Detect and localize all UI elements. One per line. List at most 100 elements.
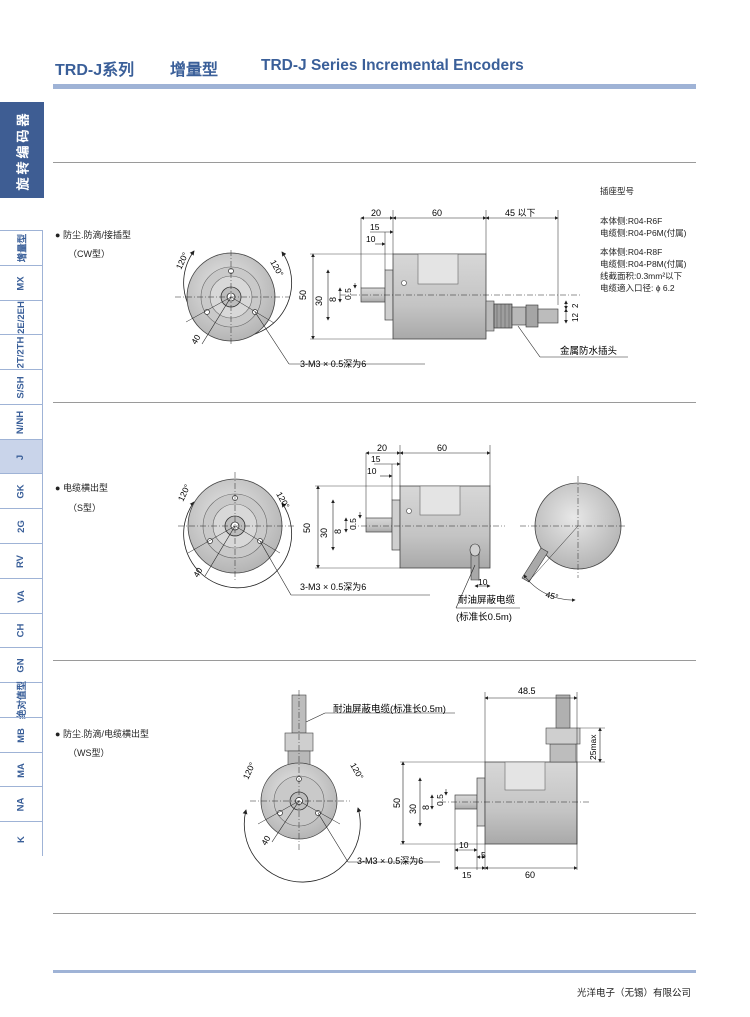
cw-angle-left: 120° [174,251,190,271]
ws-dim-5: 5 [481,850,486,860]
s-dim-15: 15 [371,454,381,464]
sidebar-tab-10[interactable]: RV [0,543,42,579]
ws-angle-right: 120° [348,761,365,781]
cw-dim-45: 45 以下 [505,208,536,218]
cw-dim-10: 10 [366,234,376,244]
s-cable-length: (标准长0.5m) [456,611,512,623]
cw-sub: （CW型） [68,249,110,259]
sidebar-tab-9[interactable]: 2G [0,508,42,544]
s-label-text: 电缆横出型 [62,483,108,493]
s-front-view [178,472,430,596]
ws-dim-8: 8 [421,805,431,810]
ws-front-view [242,690,455,883]
cw-label: ● 防尘.防滴/接插型 [55,230,131,240]
section-divider [53,913,696,914]
s-rear-view [520,476,625,602]
sidebar-divider [42,230,43,856]
ws-dim-30: 30 [408,804,418,814]
cw-note-inlet: 电缆適入口径: ϕ 6.2 [600,283,675,293]
cw-connector-label: 金属防水插头 [560,345,617,357]
cw-dim-05: 0.5 [343,288,353,300]
ws-dim-15: 15 [462,870,472,880]
s-cable-label: 耐油屏蔽电缆 [458,594,516,606]
ws-dim-485: 48.5 [518,686,536,696]
s-dim-50: 50 [302,523,312,533]
sidebar-title: 旋转编码器 [0,102,44,198]
cw-dim-30: 30 [314,296,324,306]
ws-side-view [400,692,605,870]
cw-dim-60: 60 [432,208,442,218]
cw-front-view [175,250,425,365]
ws-cable-label: 耐油屏蔽电缆(标准长0.5m) [333,703,446,715]
cw-dim-8: 8 [328,297,338,302]
s-dim-30: 30 [319,528,329,538]
sidebar-tab-1[interactable]: 增量型 [0,230,42,266]
s-dim-10b: 10 [478,577,488,587]
sidebar-tab-11[interactable]: VA [0,577,42,614]
cw-note-wire-area: 线截面积:0.3mm²以下 [600,271,683,281]
s-dim-60: 60 [437,443,447,453]
cw-note-body-r6: 本体侧:R04-R6F [600,216,663,226]
cw-screw-note: 3-M3 × 0.5深为6 [300,358,366,369]
ws-sub: （WS型） [68,748,110,758]
sidebar-tab-4[interactable]: 2T/2TH [0,334,42,370]
cw-dim-20: 20 [371,208,381,218]
sidebar-tab-2[interactable]: MX [0,264,42,301]
sidebar-tab-17[interactable]: NA [0,786,42,822]
cw-note-socket-title: 插座型号 [600,186,635,196]
cw-note-cable-p6: 电缆侧:R04-P6M(付属) [600,228,687,238]
sidebar-tab-12[interactable]: CH [0,612,42,649]
sidebar-tab-15[interactable]: MB [0,716,42,753]
s-dim-10: 10 [367,466,377,476]
header-series-cn: TRD-J系列 [55,62,135,79]
s-sub: （S型） [68,503,102,513]
s-label: ● 电缆横出型 [55,483,108,493]
header-series-en: TRD-J Series Incremental Encoders [261,57,524,74]
sidebar-tab-5[interactable]: S/SH [0,369,42,405]
sidebar-tab-7[interactable]: J [0,438,42,475]
s-dia-40: 40 [191,566,205,579]
cw-dim-15: 15 [370,222,380,232]
cw-label-text: 防尘.防滴/接插型 [62,230,131,240]
ws-label-text: 防尘.防滴/电缆横出型 [62,729,149,739]
sidebar-tab-18[interactable]: K [0,821,42,857]
sidebar-tab-16[interactable]: MA [0,751,42,788]
header-bar [53,84,696,89]
ws-screw-note: 3-M3 × 0.5深为6 [357,855,423,866]
header-type-cn: 增量型 [170,62,219,79]
sidebar-tab-6[interactable]: N/NH [0,403,42,440]
sidebar-tab-13[interactable]: GN [0,647,42,683]
cw-dim-2: 2 [571,303,580,308]
s-dim-20: 20 [377,443,387,453]
ws-dim-05: 0.5 [435,794,445,806]
cw-side-view [310,210,628,358]
cw-dia-40: 40 [189,333,203,346]
s-screw-note: 3-M3 × 0.5深为6 [300,581,366,592]
ws-dia-40: 40 [259,834,273,847]
cw-angle-right: 120° [268,258,285,278]
s-dim-05: 0.5 [348,518,358,530]
s-dim-8: 8 [333,529,343,534]
cw-dim-12: 12 [571,313,580,322]
ws-dim-60: 60 [525,870,535,880]
sidebar-tab-3[interactable]: 2E/2EH [0,299,42,336]
footer-company: 光洋电子（无锡）有限公司 [577,988,692,999]
ws-angle-left: 120° [241,761,257,781]
section-divider [53,660,696,661]
section-divider [53,402,696,403]
cw-dim-50: 50 [298,290,308,300]
section-divider [53,162,696,163]
cw-note-body-r8: 本体侧:R04-R8F [600,247,663,257]
ws-label: ● 防尘.防滴/电缆横出型 [55,729,149,739]
cw-note-cable-p8: 电缆侧:R04-P8M(付属) [600,259,687,269]
s-angle-45: 45° [544,589,559,602]
s-side-view [315,445,520,609]
footer-bar [53,970,696,973]
ws-dim-25max: 25max [588,734,598,760]
ws-dim-50: 50 [392,798,402,808]
sidebar-tab-14[interactable]: 绝对值型 [0,681,42,719]
ws-dim-10: 10 [459,840,469,850]
s-angle-left: 120° [176,483,192,503]
sidebar-tab-8[interactable]: GK [0,473,42,509]
